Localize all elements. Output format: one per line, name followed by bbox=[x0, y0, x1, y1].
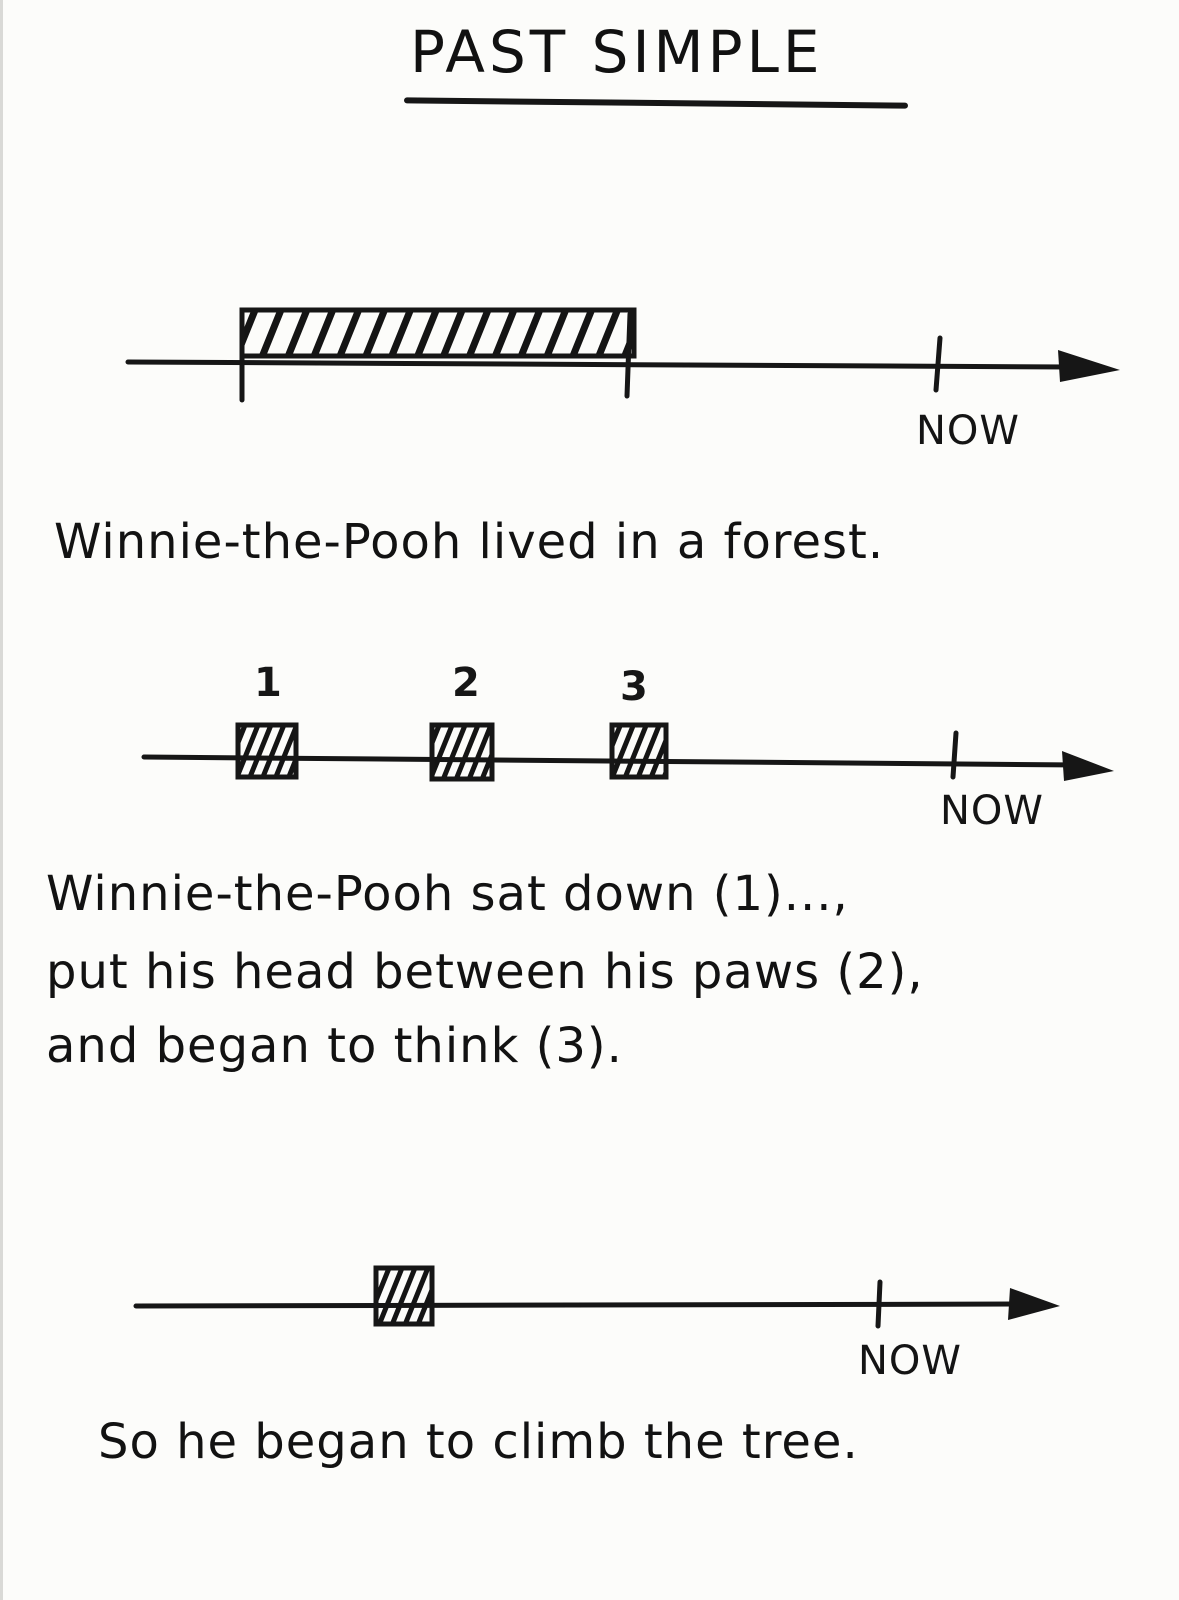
now-tick bbox=[950, 730, 959, 780]
timeline-duration bbox=[125, 307, 1120, 403]
event-box-1 bbox=[235, 722, 299, 780]
timeline-axis bbox=[133, 1301, 1033, 1309]
page-edge bbox=[0, 0, 3, 1600]
title-underline bbox=[403, 97, 909, 109]
event-box-3 bbox=[609, 722, 669, 780]
timeline-sequence bbox=[141, 722, 1114, 782]
timeline-arrowhead bbox=[1058, 350, 1120, 382]
sentence-1: Winnie-the-Pooh lived in a forest. bbox=[54, 514, 885, 570]
page-title: PAST SIMPLE bbox=[410, 18, 824, 86]
event-marker-label-3: 3 bbox=[620, 664, 648, 710]
now-label-2: NOW bbox=[940, 788, 1044, 834]
event-box-2 bbox=[429, 722, 495, 782]
sentence-2-line-1: Winnie-the-Pooh sat down (1)..., bbox=[46, 866, 849, 922]
timeline-axis bbox=[125, 359, 1073, 370]
duration-bar bbox=[239, 307, 637, 359]
now-tick bbox=[875, 1279, 883, 1329]
event-box bbox=[373, 1265, 435, 1327]
sentence-2-line-2: put his head between his paws (2), bbox=[46, 944, 924, 1000]
sentence-2-line-3: and began to think (3). bbox=[46, 1018, 623, 1074]
now-label-3: NOW bbox=[858, 1338, 962, 1384]
sentence-3: So he began to climb the tree. bbox=[98, 1414, 859, 1470]
event-marker-label-2: 2 bbox=[452, 660, 480, 706]
duration-end-tick bbox=[624, 311, 633, 399]
now-tick bbox=[933, 335, 943, 393]
now-label-1: NOW bbox=[916, 408, 1020, 454]
timeline-arrowhead bbox=[1062, 751, 1114, 781]
timeline-single-event bbox=[133, 1265, 1060, 1329]
timeline-arrowhead bbox=[1008, 1288, 1060, 1320]
event-marker-label-1: 1 bbox=[254, 660, 282, 706]
